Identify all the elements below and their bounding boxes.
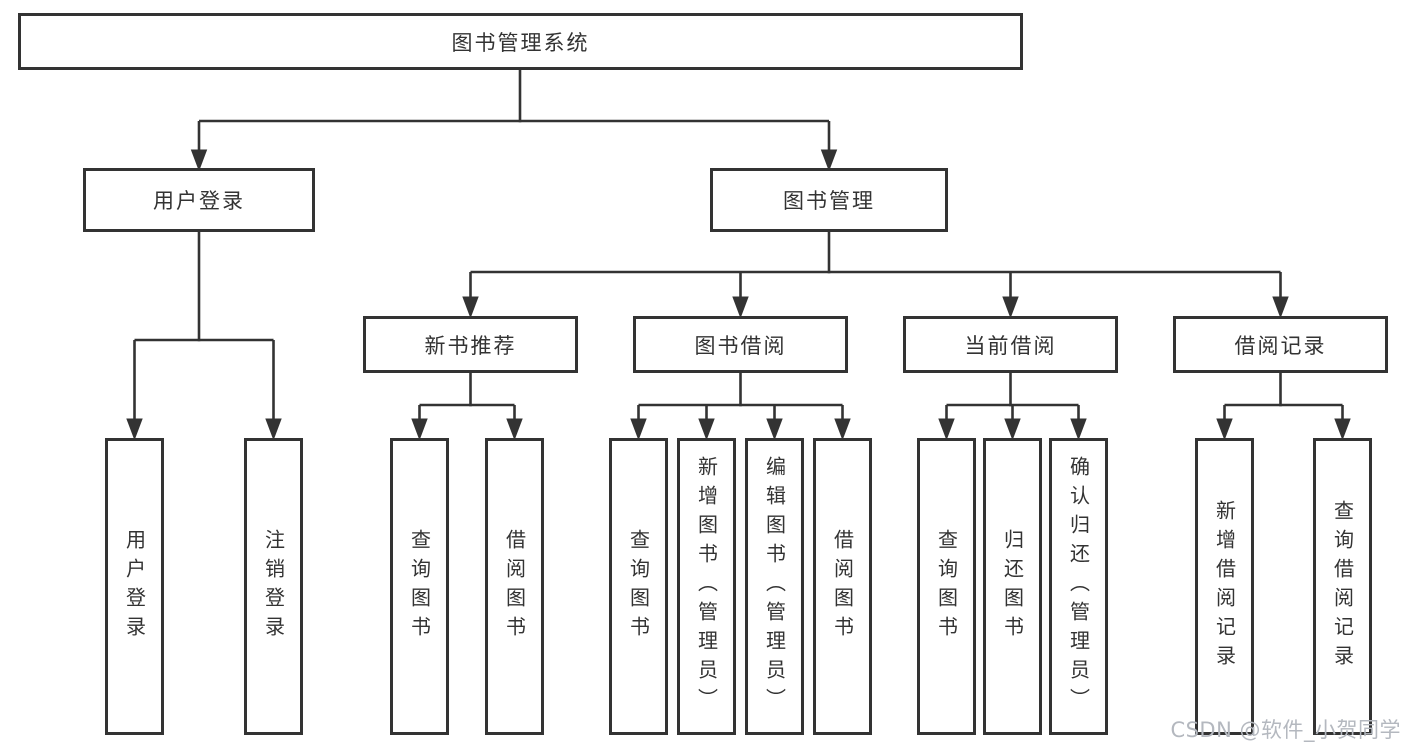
leaf-logout: 注销登录 <box>244 438 303 735</box>
leaf-query-books-recommend-label: 查询图书 <box>407 528 432 645</box>
connector-root-to-level2 <box>190 70 838 172</box>
leaf-user-login-label: 用户登录 <box>122 528 147 645</box>
leaf-add-borrowing-record-label: 新增借阅记录 <box>1212 499 1237 674</box>
leaf-add-book-admin: 新增图书（管理员） <box>677 438 736 735</box>
node-book-borrowing-label: 图书借阅 <box>694 333 787 358</box>
watermark: CSDN @软件_小贺同学 <box>1170 718 1401 742</box>
leaf-add-book-admin-label: 新增图书（管理员） <box>694 456 719 717</box>
node-new-book-recommendation: 新书推荐 <box>363 316 578 373</box>
node-new-book-recommendation-label: 新书推荐 <box>424 333 517 358</box>
connector-current-borrowing-to-leaves <box>938 373 1087 441</box>
leaf-query-borrowing-record-label: 查询借阅记录 <box>1330 499 1355 674</box>
leaf-borrow-books-recommend: 借阅图书 <box>485 438 544 735</box>
leaf-confirm-return-admin-label: 确认归还（管理员） <box>1066 456 1091 717</box>
node-book-borrowing: 图书借阅 <box>633 316 848 373</box>
node-book-management: 图书管理 <box>710 168 948 232</box>
leaf-logout-label: 注销登录 <box>261 528 286 645</box>
leaf-borrow-books-borrowing-label: 借阅图书 <box>830 528 855 645</box>
leaf-query-books-borrowing: 查询图书 <box>609 438 668 735</box>
leaf-confirm-return-admin: 确认归还（管理员） <box>1049 438 1108 735</box>
connector-new-book-recommendation-to-leaves <box>411 373 523 441</box>
leaf-add-borrowing-record: 新增借阅记录 <box>1195 438 1254 735</box>
node-current-borrowing: 当前借阅 <box>903 316 1118 373</box>
node-user-login: 用户登录 <box>83 168 315 232</box>
leaf-borrow-books-recommend-label: 借阅图书 <box>502 528 527 645</box>
leaf-query-books-borrowing-label: 查询图书 <box>626 528 651 645</box>
leaf-borrow-books-borrowing: 借阅图书 <box>813 438 872 735</box>
node-current-borrowing-label: 当前借阅 <box>964 333 1057 358</box>
connector-book-management-to-level3 <box>462 232 1289 319</box>
node-borrowing-records: 借阅记录 <box>1173 316 1388 373</box>
node-library-management-system-label: 图书管理系统 <box>451 30 590 55</box>
leaf-query-books-current-label: 查询图书 <box>934 528 959 645</box>
node-user-login-label: 用户登录 <box>153 189 245 213</box>
leaf-user-login: 用户登录 <box>105 438 164 735</box>
leaf-query-books-recommend: 查询图书 <box>390 438 449 735</box>
leaf-query-books-current: 查询图书 <box>917 438 976 735</box>
node-library-management-system: 图书管理系统 <box>18 13 1023 70</box>
leaf-query-borrowing-record: 查询借阅记录 <box>1313 438 1372 735</box>
node-borrowing-records-label: 借阅记录 <box>1234 333 1327 358</box>
connector-book-borrowing-to-leaves <box>630 373 851 441</box>
leaf-return-book-label: 归还图书 <box>1000 528 1025 645</box>
connector-user-login-to-leaves <box>126 232 282 441</box>
leaf-edit-book-admin-label: 编辑图书（管理员） <box>762 456 787 717</box>
leaf-return-book: 归还图书 <box>983 438 1042 735</box>
node-book-management-label: 图书管理 <box>783 189 875 213</box>
leaf-edit-book-admin: 编辑图书（管理员） <box>745 438 804 735</box>
connector-borrowing-records-to-leaves <box>1216 373 1351 441</box>
